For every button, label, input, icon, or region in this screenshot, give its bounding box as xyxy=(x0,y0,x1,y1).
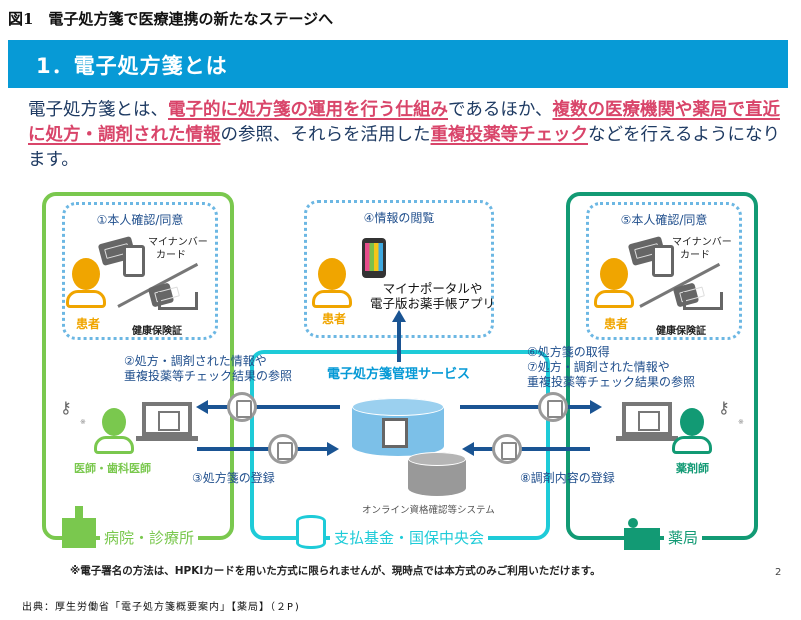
intro-highlight: 電子的に処方箋の運用を行う仕組み xyxy=(168,100,448,120)
pharmacist-label: 薬剤師 xyxy=(676,462,709,475)
pharmacist-icon xyxy=(680,408,704,436)
system-name: オンライン資格確認等システム xyxy=(362,505,495,516)
document-icon xyxy=(268,434,298,464)
step-label-line: ⑥処方箋の取得 xyxy=(527,345,610,359)
patient-label: 患者 xyxy=(322,312,347,326)
prescription-database-icon xyxy=(352,398,444,456)
patient-label: 患者 xyxy=(604,317,629,331)
patient-body-icon xyxy=(594,290,634,308)
app-label-line: 電子版お薬手帳アプリ xyxy=(370,296,496,311)
stacked-documents-icon xyxy=(382,418,408,448)
box-title: ④情報の閲覧 xyxy=(363,211,435,225)
card-label-line: マイナンバー xyxy=(148,237,208,248)
cylinder-top xyxy=(408,452,466,466)
card-label: マイナンバー カード xyxy=(148,236,208,262)
app-label: マイナポータルや 電子版お薬手帳アプリ xyxy=(370,281,495,311)
arrow-line xyxy=(460,405,590,409)
card-label-line: カード xyxy=(680,250,710,261)
app-label-line: マイナポータルや xyxy=(382,281,483,296)
box-title: ⑤本人確認/同意 xyxy=(620,213,708,227)
patient-icon xyxy=(600,258,628,290)
step-label-line: 重複投薬等チェック結果の参照 xyxy=(124,369,293,383)
arrow-right-head xyxy=(327,442,339,456)
step2-label: ②処方・調剤された情報や 重複投薬等チェック結果の参照 xyxy=(124,354,292,384)
step-label-line: 重複投薬等チェック結果の参照 xyxy=(527,375,696,389)
app-grid-icon xyxy=(365,243,383,271)
key-note-mark: ※ xyxy=(80,418,86,426)
section-title: 1．電子処方箋とは xyxy=(36,54,228,78)
card-reader-icon xyxy=(123,245,145,277)
doctor-body-icon xyxy=(94,436,134,454)
card-label-line: マイナンバー xyxy=(672,237,732,248)
arrow-right-head xyxy=(590,400,602,414)
pharmacy-name: 薬局 xyxy=(664,527,703,548)
hospital-name: 病院・診療所 xyxy=(100,527,199,548)
patient-body-icon xyxy=(312,290,352,308)
document-icon xyxy=(492,434,522,464)
intro-text: などを行えるようになります。 xyxy=(28,125,780,170)
card-label-line: カード xyxy=(156,250,186,261)
source-citation: 出典：厚生労働省「電子処方箋概要案内」【薬局】（２P) xyxy=(22,602,302,613)
intro-paragraph: 電子処方箋とは、電子的に処方箋の運用を行う仕組みであるほか、複数の医療機関や薬局… xyxy=(28,98,788,173)
service-name: 電子処方箋管理サービス xyxy=(327,367,471,382)
patient-body-icon xyxy=(66,290,106,308)
arrow-up-shaft xyxy=(397,318,401,362)
pharmacy-frame xyxy=(566,192,758,540)
doctor-label: 医師・歯科医師 xyxy=(74,462,151,475)
pharmacy-building-icon xyxy=(624,518,660,550)
hospital-building-icon xyxy=(62,506,96,548)
key-icon: ⚷ xyxy=(60,398,72,417)
key-note-mark: ※ xyxy=(738,418,744,426)
step6-7-label: ⑥処方箋の取得 ⑦処方・調剤された情報や 重複投薬等チェック結果の参照 xyxy=(527,345,695,390)
pharmacist-body-icon xyxy=(672,436,712,454)
laptop-icon xyxy=(683,292,723,310)
cross-icon xyxy=(75,506,83,518)
step3-label: ③処方箋の登録 xyxy=(192,471,275,485)
intro-text: であるほか、 xyxy=(448,100,553,120)
laptop-icon xyxy=(158,292,198,310)
patient-label: 患者 xyxy=(76,317,101,331)
step8-label: ⑧調剤内容の登録 xyxy=(520,471,615,485)
document-icon xyxy=(227,392,257,422)
fund-database-icon xyxy=(296,515,326,549)
arrow-left-head xyxy=(462,442,474,456)
intro-text: の参照、それらを活用した xyxy=(220,125,431,145)
fund-name: 支払基金・国保中央会 xyxy=(330,527,489,548)
box-title: ①本人確認/同意 xyxy=(96,213,184,227)
key-icon: ⚷ xyxy=(718,398,730,417)
card-label: マイナンバー カード xyxy=(672,236,732,262)
step-label-line: ②処方・調剤された情報や xyxy=(124,354,267,368)
doctor-icon xyxy=(102,408,126,436)
step-label-line: ⑦処方・調剤された情報や xyxy=(527,360,670,374)
insurance-label: 健康保険証 xyxy=(132,326,182,337)
arrow-line xyxy=(197,447,327,451)
arrow-line xyxy=(472,447,590,451)
section-banner xyxy=(8,40,788,88)
patient-icon xyxy=(72,258,100,290)
smartphone-icon xyxy=(362,238,386,278)
arrow-up-head xyxy=(392,310,406,322)
cylinder-top xyxy=(352,398,444,416)
figure-title: 図1 電子処方箋で医療連携の新たなステージへ xyxy=(8,10,334,28)
insurance-label: 健康保険証 xyxy=(656,326,706,337)
footnote: ※電子署名の方法は、HPKIカードを用いた方式に限られませんが、現時点では本方式… xyxy=(70,565,601,577)
intro-highlight: 重複投薬等チェック xyxy=(430,125,589,145)
card-reader-icon xyxy=(652,245,674,277)
arrow-left-head xyxy=(196,400,208,414)
cross-circle-icon xyxy=(628,518,638,528)
qualification-database-icon xyxy=(408,452,466,496)
arrow-line xyxy=(205,405,340,409)
document-icon xyxy=(538,392,568,422)
intro-text: 電子処方箋とは、 xyxy=(28,100,168,120)
page-number: 2 xyxy=(775,567,782,578)
intro-highlight: 複数の医療機関や薬局で直近に処方・調剤された情報 xyxy=(28,100,780,145)
patient-icon xyxy=(318,258,346,290)
